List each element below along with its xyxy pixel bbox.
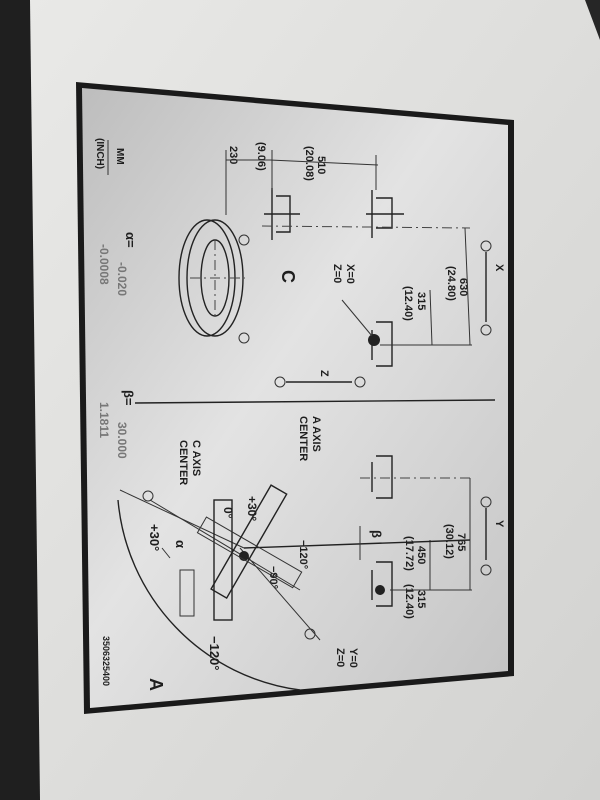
dim-315-inch-side: (12.40): [403, 584, 415, 619]
dim-450-inch: (17.72): [403, 536, 415, 571]
origin-z0-top: Z=0: [331, 264, 343, 283]
dim-510-inch: (20.08): [303, 146, 315, 181]
dim-315-mm-side: 315: [415, 590, 427, 608]
angle-zero: 0°: [221, 507, 235, 519]
beta-inch-value: 1.1811: [97, 402, 111, 438]
alpha-inch-value: -0.0008: [97, 244, 111, 285]
beta-symbol: β: [369, 530, 384, 538]
top-view-diagram: [178, 150, 492, 388]
angle-plus30: +30°: [147, 524, 162, 551]
unit-inch: (INCH): [94, 138, 105, 169]
left-gasket: [0, 0, 40, 800]
a-axis-center-line2: CENTER: [297, 416, 309, 461]
c-axis-center-line1: C AXIS: [190, 440, 202, 476]
spindle-head-y-lower: [371, 561, 393, 607]
angle-minus120-box: −120°: [297, 540, 309, 569]
serial-number: 3506325400: [101, 636, 111, 686]
angle-plus30-box: +30°: [245, 496, 259, 521]
origin-marker: [368, 334, 380, 346]
spindle-head-left: [264, 188, 300, 240]
angle-minus120-arc: −120°: [207, 636, 222, 670]
dim-230-mm: 230: [227, 146, 239, 164]
dim-510-mm: 510: [315, 156, 327, 174]
divider-line: [134, 399, 496, 404]
table-minus90deg: [196, 516, 303, 589]
spindle-head-y-upper: [371, 455, 393, 499]
alpha-mm-value: -0.020: [115, 262, 129, 296]
origin-x0: X=0: [344, 264, 356, 284]
y-origin-marker: [375, 585, 385, 595]
alpha-symbol: α: [173, 540, 188, 548]
dim-765-inch: (30.12): [443, 524, 455, 559]
view-a-label: A: [146, 678, 166, 691]
a-axis-center-line1: A AXIS: [310, 416, 322, 452]
dim-630-inch: (24.80): [445, 266, 457, 301]
plate-face: [82, 88, 508, 708]
origin-z0-side: Z=0: [334, 648, 346, 667]
dim-230-inch: (9.06): [255, 142, 267, 171]
beta-mm-value: 30.000: [115, 422, 129, 459]
unit-mm: MM: [114, 148, 125, 165]
side-view-diagram: [117, 455, 492, 691]
dim-765-mm: 765: [455, 533, 467, 551]
dim-315-mm-top: 315: [415, 292, 427, 310]
beta-label: β=: [121, 390, 136, 406]
table-0deg: [213, 499, 233, 621]
alpha-label: α=: [123, 232, 138, 248]
axis-y-label: Y: [493, 520, 505, 528]
axis-x-label: X: [493, 264, 505, 272]
origin-y0: Y=0: [347, 648, 359, 668]
warning-plate: [76, 82, 514, 714]
dim-450-mm: 450: [415, 546, 427, 564]
spindle-head-right: [366, 190, 404, 238]
dim-315-inch-top: (12.40): [402, 286, 414, 321]
axis-c-label: C: [278, 270, 298, 283]
a-axis-swing-arc: [117, 499, 301, 691]
dim-630-mm: 630: [457, 278, 469, 296]
axis-z-label: Z: [318, 370, 330, 377]
c-axis-center-line2: CENTER: [177, 440, 189, 485]
plate-text: MM (INCH) α= -0.020 -0.0008 β= 30.000 1.…: [94, 138, 505, 691]
